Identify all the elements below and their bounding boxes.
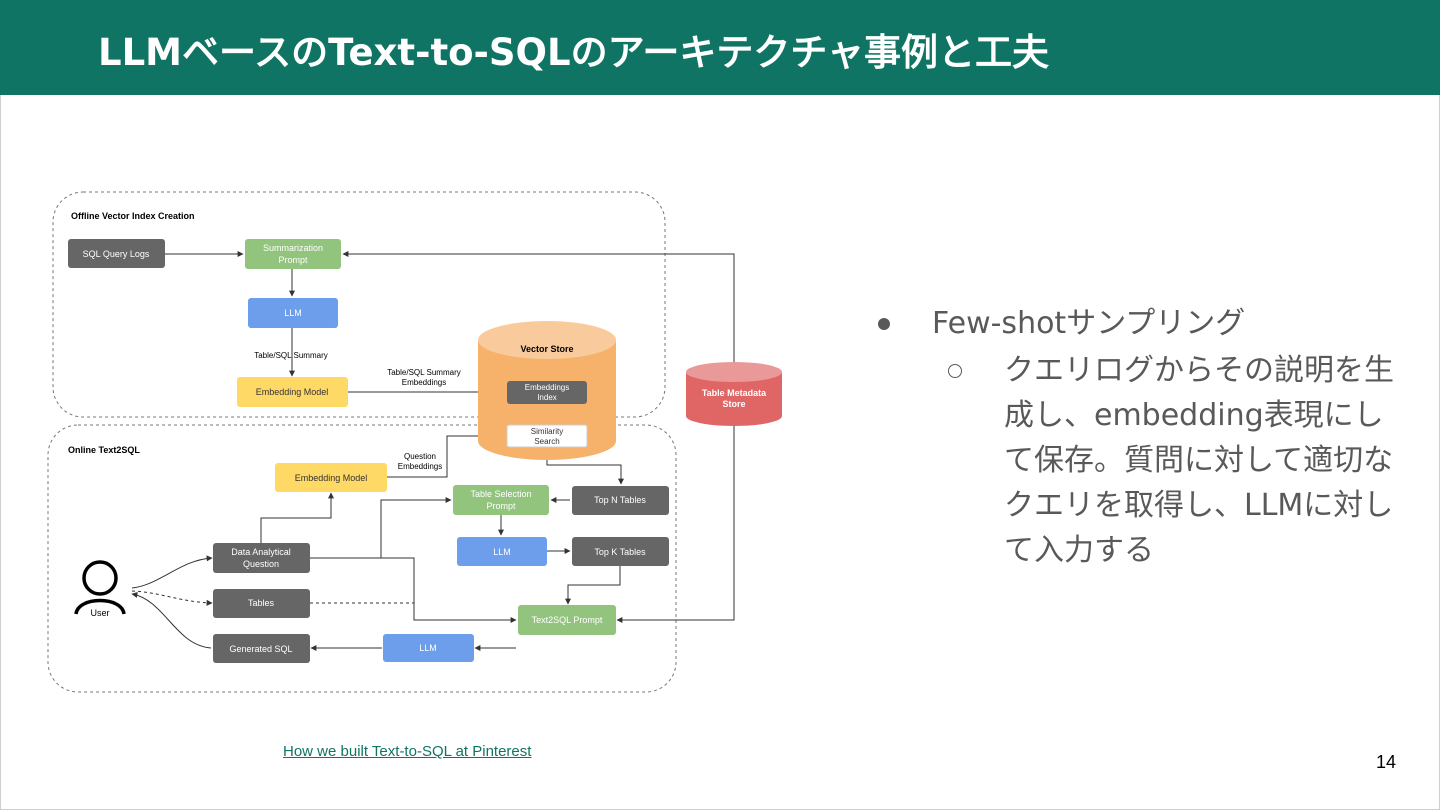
svg-text:Prompt: Prompt [486,501,516,511]
sql-query-logs-box: SQL Query Logs [68,239,165,268]
svg-text:LLM: LLM [493,547,511,557]
svg-text:Index: Index [537,393,557,402]
table-selection-prompt-box: Table Selection Prompt [453,485,549,515]
table-sql-summary-label: Table/SQL Summary [254,351,328,360]
top-n-tables-box: Top N Tables [572,486,669,515]
svg-text:LLM: LLM [419,643,437,653]
svg-text:Tables: Tables [248,598,275,608]
tables-box: Tables [213,589,310,618]
svg-text:Similarity: Similarity [531,427,563,436]
question-embeddings-label-2: Embeddings [398,462,442,471]
svg-text:Top N Tables: Top N Tables [594,495,646,505]
online-section-box [47,424,677,693]
summary-embeddings-label-1: Table/SQL Summary [387,368,461,377]
source-link[interactable]: How we built Text-to-SQL at Pinterest [283,743,532,760]
svg-text:Summarization: Summarization [263,243,323,253]
svg-text:Question: Question [243,559,279,569]
summarization-prompt-box: Summarization Prompt [245,239,341,269]
bullet-list: Few-shotサンプリング クエリログからその説明を生成し、embedding… [878,302,1398,573]
vector-store-label: Vector Store [520,344,573,354]
table-metadata-store-cylinder: Table Metadata Store [686,362,782,426]
svg-text:Search: Search [534,437,559,446]
generated-sql-box: Generated SQL [213,634,310,663]
slide-title: LLMベースのText-to-SQLのアーキテクチャ事例と工夫 [98,31,1050,74]
summary-embeddings-label-2: Embeddings [402,378,446,387]
embedding-model-online-box: Embedding Model [275,463,387,492]
svg-text:SQL Query Logs: SQL Query Logs [83,249,150,259]
svg-text:Table Metadata: Table Metadata [702,388,767,398]
page-number: 14 [1376,752,1397,772]
online-section-label: Online Text2SQL [68,445,140,455]
sub-bullet-item: クエリログからその説明を生成し、embedding表現にして保存。質問に対して適… [948,348,1394,573]
offline-section-label: Offline Vector Index Creation [71,211,195,221]
top-k-tables-box: Top K Tables [572,537,669,566]
svg-text:Embedding Model: Embedding Model [256,387,329,397]
llm-online-1-box: LLM [457,537,547,566]
llm-offline-box: LLM [248,298,338,328]
svg-text:Table Selection: Table Selection [470,489,531,499]
sub-bullet-circle-icon [948,364,962,378]
user-label: User [90,608,109,618]
question-embeddings-label-1: Question [404,452,436,461]
svg-text:Prompt: Prompt [278,255,308,265]
bullet-dot-icon [878,318,890,330]
embeddings-index-box: Embeddings Index [507,381,587,404]
data-analytical-question-box: Data Analytical Question [213,543,310,573]
user-icon [74,560,126,615]
architecture-diagram: Offline Vector Index Creation Online Tex… [47,191,782,693]
svg-text:Embeddings: Embeddings [525,383,569,392]
llm-online-2-box: LLM [383,634,474,662]
embedding-model-offline-box: Embedding Model [237,377,348,407]
svg-text:Generated SQL: Generated SQL [229,644,292,654]
svg-text:LLM: LLM [284,308,302,318]
bullet-item: Few-shotサンプリング [878,302,1398,346]
svg-text:Embedding Model: Embedding Model [295,473,368,483]
sub-bullet-text: クエリログからその説明を生成し、embedding表現にして保存。質問に対して適… [1004,353,1394,568]
svg-text:Top K Tables: Top K Tables [594,547,646,557]
svg-text:Store: Store [722,399,745,409]
similarity-search-box: Similarity Search [506,424,588,448]
svg-text:Data Analytical: Data Analytical [231,547,291,557]
bullet-main-text: Few-shotサンプリング [932,306,1246,341]
text2sql-prompt-box: Text2SQL Prompt [518,605,616,635]
title-bar: LLMベースのText-to-SQLのアーキテクチャ事例と工夫 [0,0,1440,95]
svg-text:Text2SQL Prompt: Text2SQL Prompt [532,615,603,625]
offline-section-box [52,191,666,418]
